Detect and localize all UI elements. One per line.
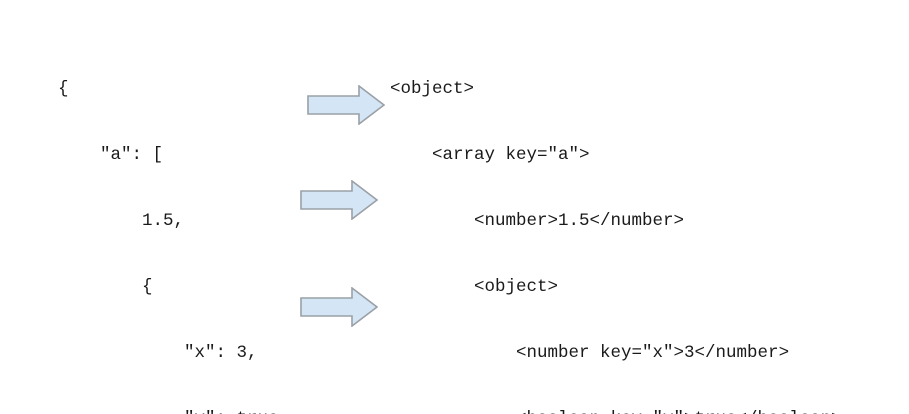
- xml-line: <object>: [390, 79, 475, 99]
- json-line: 1.5,: [58, 211, 185, 231]
- json-line: "x": 3,: [58, 343, 258, 363]
- json-line: {: [58, 79, 69, 99]
- arrow-right-icon: [307, 85, 385, 125]
- arrow-right-icon: [300, 287, 378, 327]
- json-line: "y": true: [58, 408, 279, 414]
- json-source-block: { "a": [ 1.5, { "x": 3, "y": true }, nul…: [58, 34, 279, 414]
- xml-line: <boolean key="y">true</boolean>: [390, 408, 842, 414]
- json-line: {: [58, 277, 153, 297]
- xml-line: <number>1.5</number>: [390, 211, 685, 231]
- xml-line: <number key="x">3</number>: [390, 343, 790, 363]
- xml-line: <object>: [390, 277, 559, 297]
- xml-line: <array key="a">: [390, 145, 590, 165]
- json-line: "a": [: [58, 145, 164, 165]
- arrow-right-icon: [300, 180, 378, 220]
- xml-result-block: <object> <array key="a"> <number>1.5</nu…: [390, 34, 842, 414]
